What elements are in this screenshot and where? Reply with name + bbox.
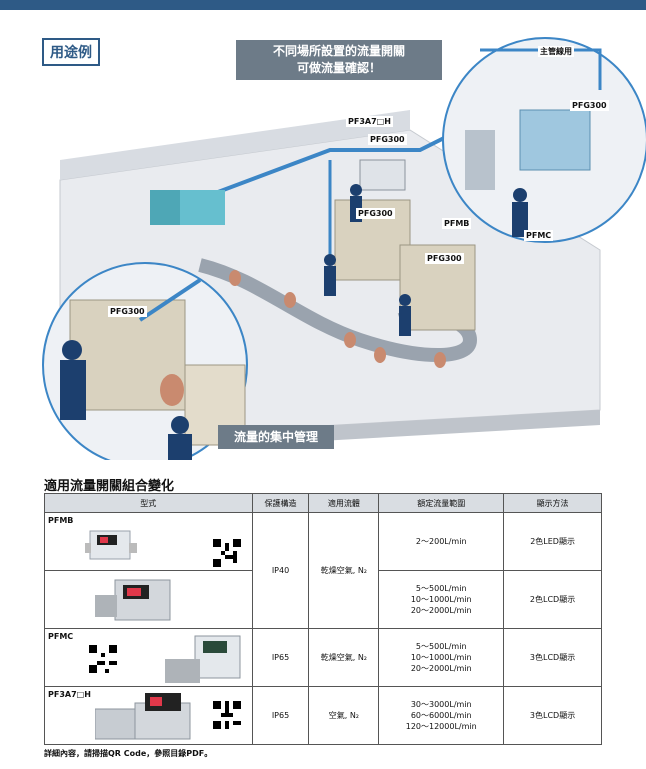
- header-model: 型式: [44, 493, 253, 513]
- range-line: 20～2000L/min: [410, 606, 472, 615]
- model-cell: PFMB: [44, 512, 253, 571]
- range-line: 5～500L/min: [415, 642, 467, 651]
- display-cell: 2色LED顯示: [503, 512, 602, 571]
- factory-illustration: [42, 37, 646, 460]
- table-row: 5～500L/min 10～1000L/min 20～2000L/min 2色L…: [44, 570, 602, 629]
- display-cell: 2色LCD顯示: [503, 570, 602, 629]
- range-line: 120～12000L/min: [405, 722, 477, 731]
- qr-code-icon[interactable]: [213, 539, 241, 567]
- table-title: 適用流量開關組合變化: [44, 479, 175, 494]
- top-banner: [0, 0, 646, 10]
- label-pfg300-a: PFG300: [368, 134, 407, 145]
- display-cell: 3色LCD顯示: [503, 628, 602, 687]
- table-row: PFMC IP65 乾燥空氣, N₂ 5～500L/min 10～1000L/m…: [44, 628, 602, 687]
- range-line: 10～1000L/min: [410, 653, 472, 662]
- model-cell: PFMC: [44, 628, 253, 687]
- label-pfg300-c: PFG300: [425, 253, 464, 264]
- range-cell: 2～200L/min: [378, 512, 505, 571]
- range-cell: 5～500L/min 10～1000L/min 20～2000L/min: [378, 628, 505, 687]
- pf3a7h-device-image: [95, 693, 191, 740]
- fluid-cell: 乾燥空氣, N₂: [308, 628, 380, 687]
- range-line: 5～500L/min: [415, 584, 467, 593]
- pfmb-large-device-image: [95, 579, 171, 621]
- label-main-line: 主管線用: [538, 46, 574, 57]
- fluid-cell: 空氣, N₂: [308, 686, 380, 745]
- range-cell: 5～500L/min 10～1000L/min 20～2000L/min: [378, 570, 505, 629]
- range-line: 2～200L/min: [415, 537, 467, 546]
- qr-code-icon[interactable]: [89, 645, 117, 673]
- callout-top-line1: 不同場所設置的流量開關: [272, 44, 405, 58]
- callout-top-line2: 可做流量確認！: [296, 61, 381, 75]
- protection-cell: IP40: [251, 512, 310, 629]
- footer-note: 詳細內容，請掃描QR Code，參照目錄PDF。: [44, 749, 213, 758]
- range-line: 30～3000L/min: [410, 700, 472, 709]
- protection-cell: IP65: [251, 628, 310, 687]
- model-cell: [44, 570, 253, 629]
- model-name: PF3A7□H: [48, 690, 91, 699]
- range-line: 20～2000L/min: [410, 664, 472, 673]
- model-name: PFMB: [48, 516, 74, 525]
- callout-top: 不同場所設置的流量開關 可做流量確認！: [236, 40, 442, 80]
- display-cell: 3色LCD顯示: [503, 686, 602, 745]
- label-pfg300-left: PFG300: [108, 306, 147, 317]
- range-line: 10～1000L/min: [410, 595, 472, 604]
- label-pf3a7h: PF3A7□H: [346, 116, 393, 127]
- label-pfg300-b: PFG300: [356, 208, 395, 219]
- protection-cell: IP65: [251, 686, 310, 745]
- header-range: 額定流量範圍: [378, 493, 505, 513]
- section-tag: 用途例: [42, 38, 100, 66]
- model-cell: PF3A7□H: [44, 686, 253, 745]
- spec-table: 型式 保護構造 適用流體 額定流量範圍 顯示方法 PFMB IP40 乾燥空氣,…: [44, 493, 602, 745]
- label-pfg300-inset: PFG300: [570, 100, 609, 111]
- callout-bottom: 流量的集中管理: [218, 425, 334, 449]
- fluid-cell: 乾燥空氣, N₂: [308, 512, 380, 629]
- label-pfmc: PFMC: [524, 230, 554, 241]
- qr-code-icon[interactable]: [213, 701, 241, 729]
- table-header-row: 型式 保護構造 適用流體 額定流量範圍 顯示方法: [44, 493, 602, 513]
- pfmc-device-image: [165, 635, 241, 683]
- table-row: PFMB IP40 乾燥空氣, N₂ 2～200L/min 2色LED顯示: [44, 512, 602, 629]
- header-fluid: 適用流體: [308, 493, 380, 513]
- table-row: PF3A7□H IP65 空氣, N₂ 30～3000L/min 60～6000…: [44, 686, 602, 745]
- header-display: 顯示方法: [503, 493, 602, 513]
- header-protection: 保護構造: [251, 493, 310, 513]
- pfmb-device-image: [85, 530, 137, 560]
- model-name: PFMC: [48, 632, 74, 641]
- range-line: 60～6000L/min: [410, 711, 472, 720]
- range-cell: 30～3000L/min 60～6000L/min 120～12000L/min: [378, 686, 505, 745]
- label-pfmb: PFMB: [442, 218, 472, 229]
